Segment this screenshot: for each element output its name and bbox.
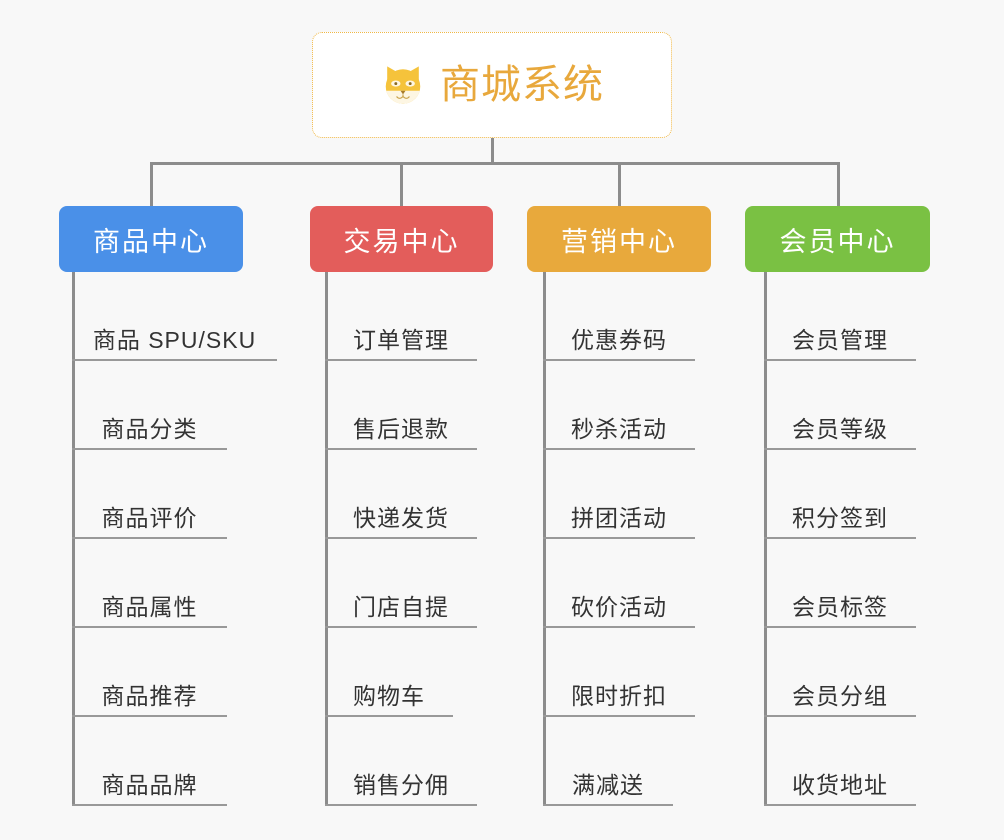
leaf-item-label: 商品 SPU/SKU	[92, 326, 257, 353]
category-header-marketing-center[interactable]: 营销中心	[527, 206, 711, 272]
leaf-item[interactable]: 会员等级	[764, 361, 916, 450]
leaf-item[interactable]: 拼团活动	[543, 450, 695, 539]
leaf-item-label: 商品推荐	[101, 682, 198, 709]
leaf-item-label: 会员分组	[792, 682, 888, 709]
leaf-item-label: 商品属性	[101, 593, 198, 620]
leaf-item[interactable]: 限时折扣	[543, 628, 695, 717]
leaf-item[interactable]: 订单管理	[325, 272, 477, 361]
shiba-dog-icon	[385, 66, 421, 104]
category-header-label: 商品中心	[93, 226, 209, 257]
leaf-item-label: 门店自提	[353, 593, 449, 620]
leaf-item-label: 商品品牌	[101, 771, 198, 798]
leaf-item[interactable]: 售后退款	[325, 361, 477, 450]
leaf-item[interactable]: 商品属性	[72, 539, 227, 628]
leaf-item[interactable]: 商品分类	[72, 361, 227, 450]
leaf-item-label: 限时折扣	[571, 682, 667, 709]
leaf-item[interactable]: 商品 SPU/SKU	[72, 272, 277, 361]
connector-drop-column-2	[400, 162, 403, 206]
category-header-label: 交易中心	[343, 226, 460, 257]
leaf-item[interactable]: 优惠券码	[543, 272, 695, 361]
leaf-item-label: 满减送	[572, 771, 644, 798]
category-header-trade-center[interactable]: 交易中心	[310, 206, 493, 272]
leaf-item-label: 快递发货	[353, 504, 449, 531]
leaf-item[interactable]: 商品推荐	[72, 628, 227, 717]
leaf-item-label: 商品评价	[101, 504, 198, 531]
leaf-item-label: 拼团活动	[571, 504, 667, 531]
category-header-member-center[interactable]: 会员中心	[745, 206, 930, 272]
leaf-item-label: 销售分佣	[353, 771, 449, 798]
leaf-item[interactable]: 会员管理	[764, 272, 916, 361]
leaf-item[interactable]: 收货地址	[764, 717, 916, 806]
leaf-item[interactable]: 商品品牌	[72, 717, 227, 806]
leaf-item-label: 优惠券码	[571, 326, 667, 353]
leaf-item[interactable]: 秒杀活动	[543, 361, 695, 450]
leaf-spine	[325, 272, 328, 806]
category-header-product-center[interactable]: 商品中心	[59, 206, 243, 272]
root-node-mall-system[interactable]: 商城系统	[312, 32, 672, 138]
leaf-item-label: 秒杀活动	[571, 415, 667, 442]
leaf-item-label: 会员管理	[792, 326, 888, 353]
leaf-item-label: 会员等级	[792, 415, 888, 442]
leaf-item[interactable]: 会员分组	[764, 628, 916, 717]
leaf-item-label: 订单管理	[353, 326, 449, 353]
leaf-spine	[764, 272, 767, 806]
leaf-item[interactable]: 砍价活动	[543, 539, 695, 628]
connector-horizontal-bus	[150, 162, 840, 165]
category-header-label: 会员中心	[779, 226, 896, 257]
connector-drop-column-1	[150, 162, 153, 206]
leaf-item-label: 购物车	[353, 682, 425, 709]
leaf-item-label: 会员标签	[792, 593, 888, 620]
root-title: 商城系统	[440, 63, 604, 107]
leaf-item-label: 积分签到	[792, 504, 888, 531]
leaf-item[interactable]: 购物车	[325, 628, 453, 717]
leaf-item-label: 收货地址	[792, 771, 888, 798]
leaf-item-label: 售后退款	[353, 415, 449, 442]
leaf-item-label: 商品分类	[101, 415, 198, 442]
leaf-item[interactable]: 销售分佣	[325, 717, 477, 806]
leaf-item[interactable]: 满减送	[543, 717, 673, 806]
connector-drop-column-4	[837, 162, 840, 206]
leaf-item[interactable]: 会员标签	[764, 539, 916, 628]
leaf-item[interactable]: 快递发货	[325, 450, 477, 539]
leaf-item[interactable]: 积分签到	[764, 450, 916, 539]
leaf-spine	[543, 272, 546, 806]
leaf-item-label: 砍价活动	[571, 593, 667, 620]
leaf-spine	[72, 272, 75, 806]
category-header-label: 营销中心	[561, 226, 677, 257]
connector-root-stem	[491, 138, 494, 164]
leaf-item[interactable]: 门店自提	[325, 539, 477, 628]
connector-drop-column-3	[618, 162, 621, 206]
leaf-item[interactable]: 商品评价	[72, 450, 227, 539]
